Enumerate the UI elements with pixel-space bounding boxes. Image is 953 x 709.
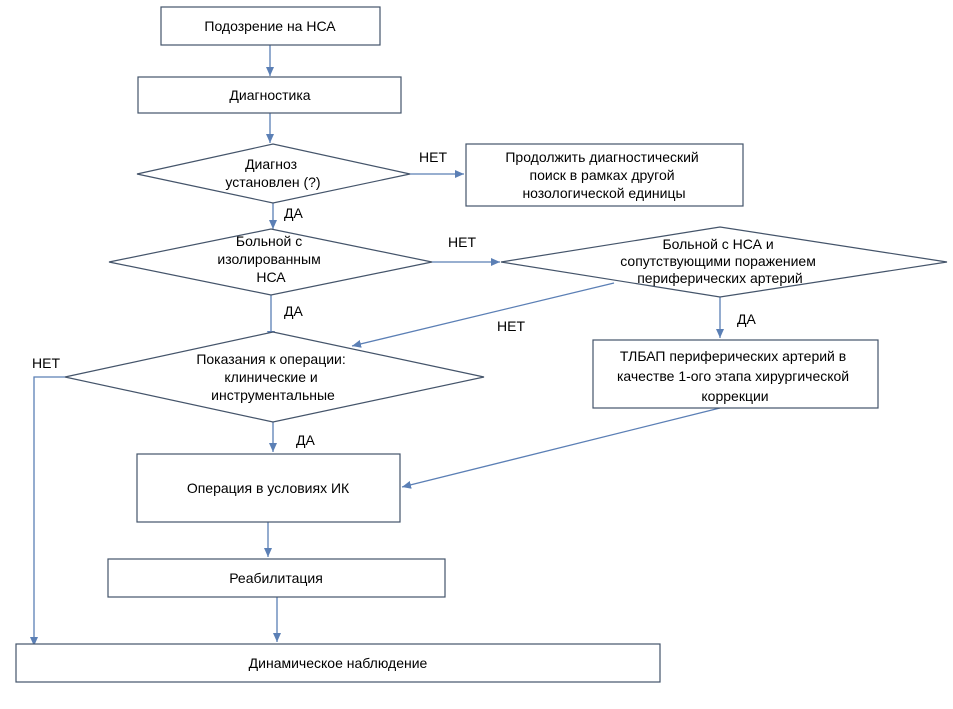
- decision-diagnosis-established: Диагноз установлен (?): [136, 143, 411, 204]
- decision-indications-line-2: клинические и: [224, 369, 317, 385]
- node-continue-search-line-2: поиск в рамках другой: [530, 167, 675, 183]
- node-dynamic-observation-text: Динамическое наблюдение: [249, 655, 428, 671]
- edge-label-indications-yes: ДА: [296, 432, 315, 448]
- node-rehabilitation: Реабилитация: [107, 558, 446, 598]
- edge-label-peripheral-no: НЕТ: [497, 318, 525, 334]
- decision-indications-line-3: инструментальные: [211, 387, 335, 403]
- node-surgery-ic-line-1: Операция в условиях ИК: [187, 480, 350, 496]
- node-suspicion-text: Подозрение на НСА: [204, 18, 336, 34]
- edge-label-isolated-no: НЕТ: [448, 234, 476, 250]
- edge-label-isolated-yes: ДА: [284, 303, 303, 319]
- node-continue-search: Продолжить диагностический поиск в рамка…: [465, 143, 744, 207]
- edge-label-diag-yes: ДА: [284, 205, 303, 221]
- node-continue-search-line-3: нозологической единицы: [522, 185, 685, 201]
- node-tlbap-line-1: ТЛБАП периферических артерий в: [620, 348, 846, 364]
- edge-label-peripheral-yes: ДА: [737, 311, 756, 327]
- node-surgery-ic-text: Операция в условиях ИК: [187, 480, 350, 496]
- decision-isolated-line-2: изолированным: [217, 251, 320, 267]
- node-suspicion: Подозрение на НСА: [160, 6, 381, 46]
- node-tlbap: ТЛБАП периферических артерий в качестве …: [592, 339, 879, 409]
- node-diagnostics-line-1: Диагностика: [229, 87, 310, 103]
- node-diagnostics-text: Диагностика: [229, 87, 310, 103]
- node-dynamic-observation-line-1: Динамическое наблюдение: [249, 655, 428, 671]
- arrow-indications-no-to-observation: [30, 376, 65, 646]
- decision-surgery-indications: Показания к операции: клинические и инст…: [64, 331, 485, 423]
- node-rehabilitation-text: Реабилитация: [229, 570, 323, 586]
- decision-diagnosis-established-text: Диагноз установлен (?): [225, 156, 320, 190]
- decision-diagnosis-line-2: установлен (?): [225, 174, 320, 190]
- edge-label-indications-no: НЕТ: [32, 355, 60, 371]
- decision-peripheral-line-3: периферических артерий: [637, 270, 803, 286]
- decision-isolated-line-1: Больной с: [236, 233, 302, 249]
- decision-isolated-patient-text: Больной с изолированным НСА: [217, 233, 324, 285]
- arrow-tlbap-to-surgery: [401, 407, 721, 489]
- node-tlbap-line-3: коррекции: [701, 388, 768, 404]
- decision-diagnosis-line-1: Диагноз: [245, 156, 297, 172]
- decision-surgery-indications-text: Показания к операции: клинические и инст…: [196, 351, 349, 403]
- decision-isolated-line-3: НСА: [256, 269, 286, 285]
- decision-peripheral-patient-text: Больной с НСА и сопутствующими поражение…: [620, 236, 819, 286]
- node-dynamic-observation: Динамическое наблюдение: [15, 643, 661, 683]
- node-continue-search-text: Продолжить диагностический поиск в рамка…: [505, 149, 702, 201]
- node-surgery-ic: Операция в условиях ИК: [136, 453, 401, 523]
- node-diagnostics: Диагностика: [137, 76, 402, 114]
- decision-peripheral-line-1: Больной с НСА и: [662, 236, 773, 252]
- decision-indications-line-1: Показания к операции:: [196, 351, 345, 367]
- node-tlbap-line-2: качестве 1-ого этапа хирургической: [617, 368, 849, 384]
- decision-isolated-patient: Больной с изолированным НСА: [108, 228, 433, 296]
- node-tlbap-text: ТЛБАП периферических артерий в качестве …: [617, 348, 853, 404]
- decision-peripheral-line-2: сопутствующими поражением: [620, 253, 816, 269]
- node-rehabilitation-line-1: Реабилитация: [229, 570, 323, 586]
- edge-label-diag-no: НЕТ: [419, 149, 447, 165]
- decision-peripheral-patient: Больной с НСА и сопутствующими поражение…: [500, 226, 948, 298]
- arrow-peripheral-no-to-indications: [351, 282, 615, 348]
- node-continue-search-line-1: Продолжить диагностический: [505, 149, 698, 165]
- node-suspicion-line-1: Подозрение на НСА: [204, 18, 336, 34]
